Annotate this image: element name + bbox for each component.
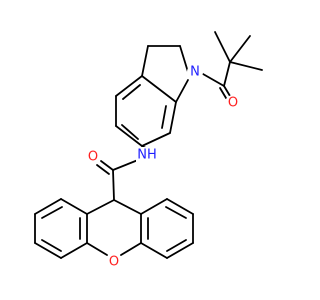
amide-nitrogen-label: NH bbox=[137, 148, 157, 163]
bond bbox=[121, 124, 139, 140]
bond bbox=[34, 242, 62, 259]
amide-nitrogen-atom: NH bbox=[136, 147, 158, 163]
bond bbox=[122, 84, 141, 100]
bond-layer bbox=[34, 31, 263, 259]
bond bbox=[175, 79, 189, 103]
bond bbox=[41, 206, 63, 219]
bond bbox=[112, 159, 139, 171]
xanthene-oxygen-label: O bbox=[109, 255, 119, 270]
bond bbox=[166, 239, 187, 252]
amide-oxygen-label: O bbox=[88, 150, 98, 165]
bond bbox=[169, 101, 177, 134]
bond bbox=[86, 199, 115, 215]
bond bbox=[120, 242, 142, 256]
bond bbox=[41, 239, 62, 252]
ring-nitrogen-atom: N bbox=[187, 64, 203, 80]
bond bbox=[140, 198, 168, 215]
bond bbox=[112, 169, 115, 201]
bond bbox=[223, 61, 231, 87]
bond bbox=[223, 85, 231, 97]
pivaloyl-oxygen-label: O bbox=[228, 96, 238, 111]
bond bbox=[113, 199, 142, 215]
pivaloyl-oxygen-atom: O bbox=[225, 95, 241, 111]
bond bbox=[115, 125, 143, 147]
bond bbox=[179, 45, 189, 73]
bond bbox=[229, 35, 251, 63]
molecule-diagram: N O NH O O bbox=[34, 31, 263, 270]
bond bbox=[141, 132, 171, 147]
bond bbox=[60, 198, 88, 215]
bond bbox=[202, 73, 225, 87]
bond bbox=[165, 206, 187, 219]
bond bbox=[214, 31, 231, 63]
bond bbox=[141, 75, 177, 103]
xanthene-oxygen-atom: O bbox=[106, 254, 122, 270]
structure-svg: N O NH O O bbox=[34, 31, 263, 270]
bond bbox=[100, 160, 114, 171]
bond bbox=[229, 61, 263, 71]
bond bbox=[166, 198, 194, 215]
atom-label-layer: N O NH O O bbox=[85, 64, 241, 270]
bond bbox=[141, 45, 149, 77]
bond bbox=[86, 242, 108, 256]
amide-oxygen-atom: O bbox=[85, 149, 101, 165]
bond bbox=[34, 198, 62, 215]
bond bbox=[96, 164, 110, 175]
bond bbox=[161, 105, 167, 129]
ring-nitrogen-label: N bbox=[190, 65, 200, 80]
bond bbox=[115, 75, 143, 97]
bond bbox=[60, 242, 88, 259]
bond bbox=[140, 242, 168, 259]
bond bbox=[166, 242, 194, 259]
bond bbox=[219, 87, 227, 99]
